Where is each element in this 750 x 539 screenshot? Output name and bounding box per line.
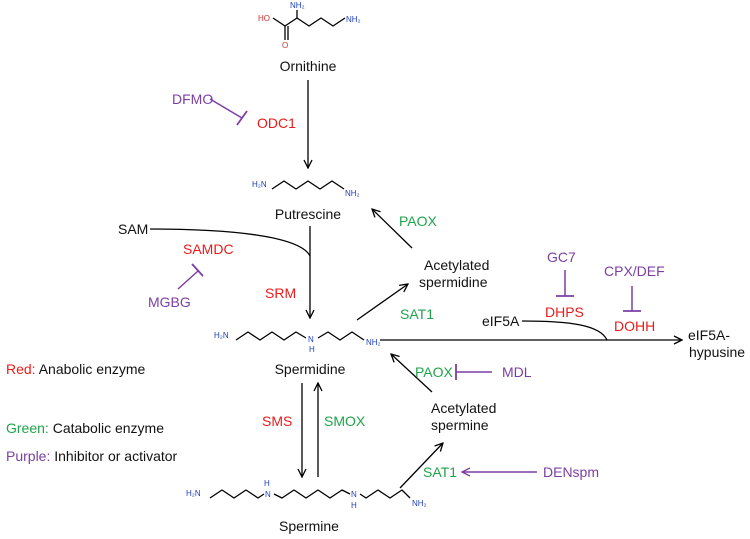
dohh-label: DOHH [614, 318, 655, 334]
putrescine-structure: H₂N NH₂ [252, 180, 360, 198]
gc7-label: GC7 [547, 249, 576, 265]
spermidine-structure: H₂N N H NH₂ [214, 331, 381, 354]
dfmo-label: DFMO [172, 91, 213, 107]
ornithine-terminal-nh2-label: NH₂ [346, 15, 361, 24]
ornithine-ho-label: HO [258, 14, 270, 23]
denspm-label: DENspm [543, 464, 599, 480]
sam-input-curve [149, 228, 311, 257]
putrescine-h2n-label: H₂N [252, 180, 267, 189]
acetylated-spermidine-label-line1: Acetylated [424, 257, 489, 273]
paox-top-label: PAOX [399, 213, 438, 229]
legend: Red: Anabolic enzyme Green: Catabolic en… [6, 361, 178, 464]
samdc-label: SAMDC [183, 241, 234, 257]
ornithine-o-label: O [282, 41, 288, 50]
legend-text-anabolic: Anabolic enzyme [36, 361, 146, 377]
ornithine-structure: NH₂ HO O NH₂ [258, 1, 361, 50]
spermine-h-label-1: H [264, 479, 270, 488]
ornithine-nh2-label: NH₂ [290, 1, 305, 10]
ornithine-label: Ornithine [280, 58, 337, 74]
legend-entry-inhibitor: Purple: Inhibitor or activator [6, 448, 178, 464]
spermine-nh2-label: NH₂ [412, 499, 427, 508]
legend-entry-catabolic: Green: Catabolic enzyme [6, 420, 164, 436]
sat1-top-label: SAT1 [400, 306, 434, 322]
dfmo-inhibition-line [209, 98, 243, 119]
legend-key-anabolic: Red: [6, 361, 36, 377]
mdl-label: MDL [502, 364, 532, 380]
acetylated-spermidine-to-putrescine-arrow [372, 209, 413, 249]
legend-text-inhibitor: Inhibitor or activator [50, 448, 177, 464]
spermine-n-label-2: N [351, 490, 357, 499]
dhps-label: DHPS [545, 304, 584, 320]
spermine-label: Spermine [279, 518, 339, 534]
putrescine-nh2-label: NH₂ [345, 189, 360, 198]
eif5a-hypusine-label-line1: eIF5A- [688, 327, 730, 343]
cpx-def-label: CPX/DEF [604, 263, 665, 279]
legend-text-catabolic: Catabolic enzyme [49, 420, 164, 436]
eif5a-input-curve [521, 320, 608, 341]
sam-label: SAM [118, 221, 148, 237]
acetylated-spermine-label-line2: spermine [431, 417, 489, 433]
spermine-structure: H₂N H N N H NH₂ [186, 479, 427, 510]
srm-label: SRM [265, 285, 296, 301]
spermine-h-label-2: H [351, 501, 357, 510]
legend-entry-anabolic: Red: Anabolic enzyme [6, 361, 146, 377]
spermidine-nh2-label: NH₂ [366, 338, 381, 347]
sms-label: SMS [262, 413, 292, 429]
spermine-h2n-label: H₂N [186, 489, 201, 498]
putrescine-label: Putrescine [275, 206, 341, 222]
spermidine-to-acetylated-spermidine-arrow [356, 284, 408, 321]
mgbg-inhibition-bar [191, 263, 204, 277]
acetylated-spermine-label-line1: Acetylated [431, 400, 496, 416]
spermidine-n-label: N [308, 335, 314, 344]
spermidine-h2n-label: H₂N [214, 331, 229, 340]
mgbg-inhibition-line [177, 270, 199, 290]
odc1-label: ODC1 [257, 115, 296, 131]
sat1-bottom-label: SAT1 [423, 464, 457, 480]
spermine-to-acetylated-spermine-arrow [399, 443, 443, 489]
smox-label: SMOX [324, 413, 366, 429]
legend-key-catabolic: Green: [6, 420, 49, 436]
dfmo-inhibition-bar [236, 110, 248, 126]
eif5a-hypusine-label-line2: hypusine [689, 344, 745, 360]
mgbg-label: MGBG [148, 294, 191, 310]
eif5a-label: eIF5A [482, 313, 520, 329]
paox-mid-label: PAOX [415, 364, 454, 380]
acetylated-spermidine-label-line2: spermidine [419, 274, 488, 290]
spermidine-label: Spermidine [275, 361, 346, 377]
acetylated-spermine-to-spermidine-arrow [391, 354, 433, 393]
spermidine-h-label: H [309, 345, 315, 354]
spermine-n-label-1: N [265, 490, 271, 499]
legend-key-inhibitor: Purple: [6, 448, 50, 464]
